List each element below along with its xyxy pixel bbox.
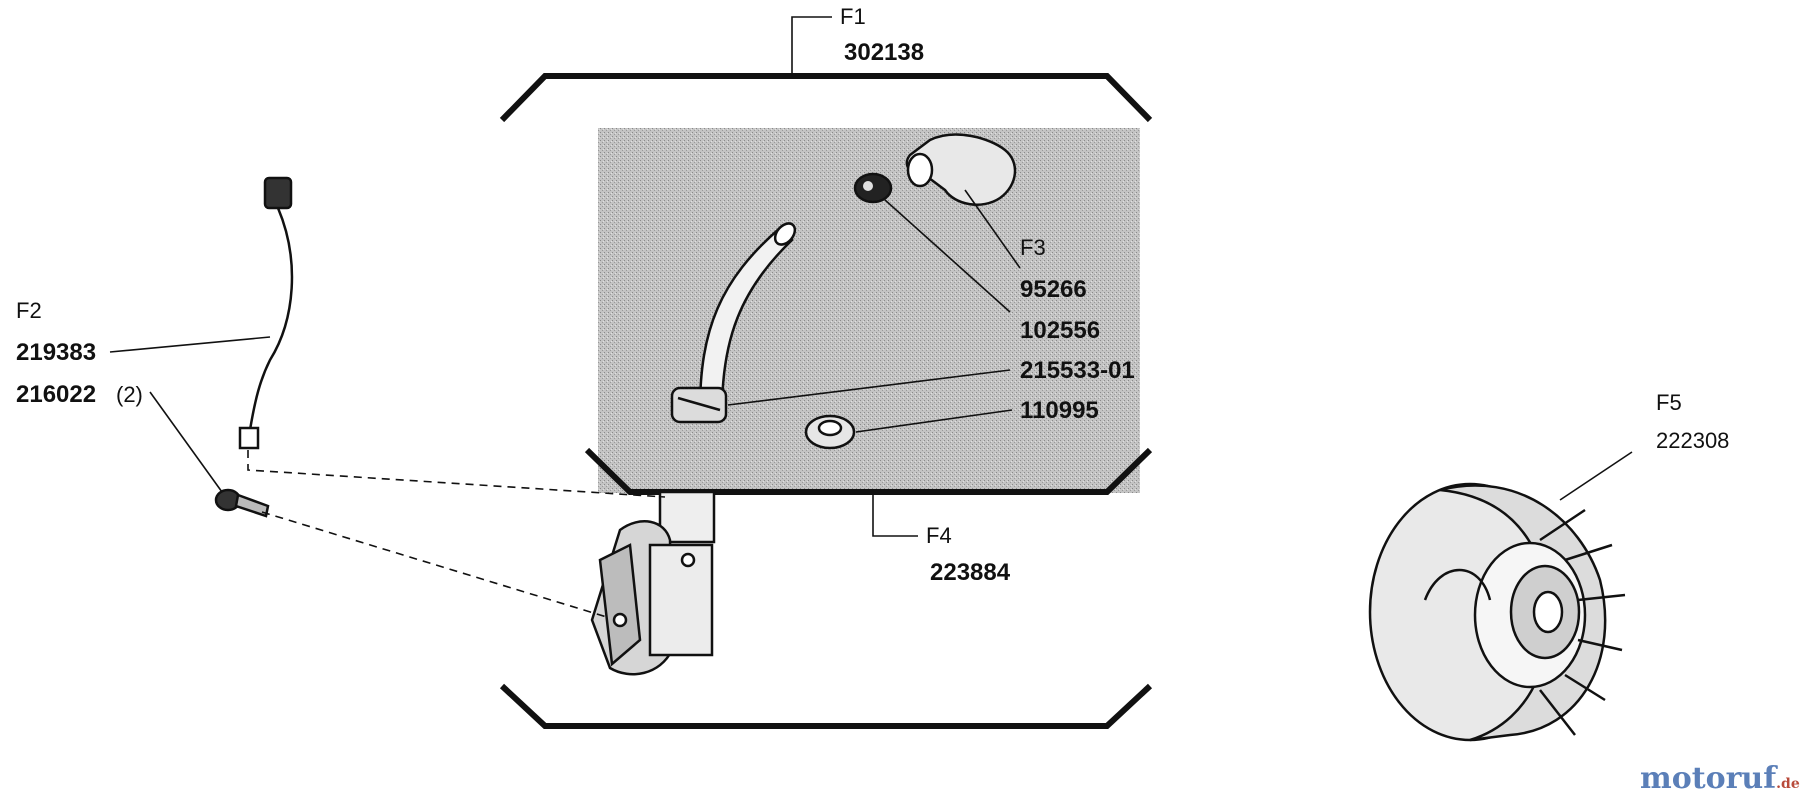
f2-part-wire: 219383 [16,339,96,366]
f4-part-number: 223884 [930,559,1011,586]
spark-plug-boot [905,133,1017,206]
f4-callout: F4 223884 [872,492,1011,586]
f2-callout: F2 219383 216022 (2) [16,298,271,493]
ground-wire [238,176,294,450]
watermark-text: motoruf.de [1640,761,1800,796]
f4-code: F4 [926,523,952,548]
f1-part-number: 302138 [844,39,924,66]
f2-screw-quantity: (2) [116,382,143,407]
fuel-line-hose [698,222,797,414]
screw [214,488,270,518]
watermark-logo: motoruf.de [1640,761,1800,796]
assembly-lines [247,450,666,619]
f1-callout: F1 302138 [791,4,924,76]
grommet [804,414,856,450]
f3-part-clip: 215533-01 [1020,357,1135,384]
f5-code: F5 [1656,390,1682,415]
f3-part-spring: 102556 [1020,317,1100,344]
f3-part-grommet: 110995 [1020,397,1099,424]
f3-callout: F3 95266 102556 215533-01 110995 [727,189,1135,433]
hose-clip [670,386,728,424]
spring-clip [853,172,893,204]
f1-code: F1 [840,4,866,29]
flywheel [1368,482,1626,742]
f1-frame [499,73,1153,729]
f2-part-screw: 216022 [16,381,96,408]
f2-code: F2 [16,298,42,323]
f3-code: F3 [1020,235,1046,260]
f5-part-number: 222308 [1656,428,1729,453]
ignition-module [590,490,716,676]
f3-part-boot: 95266 [1020,276,1087,303]
f5-callout: F5 222308 [1559,390,1729,501]
